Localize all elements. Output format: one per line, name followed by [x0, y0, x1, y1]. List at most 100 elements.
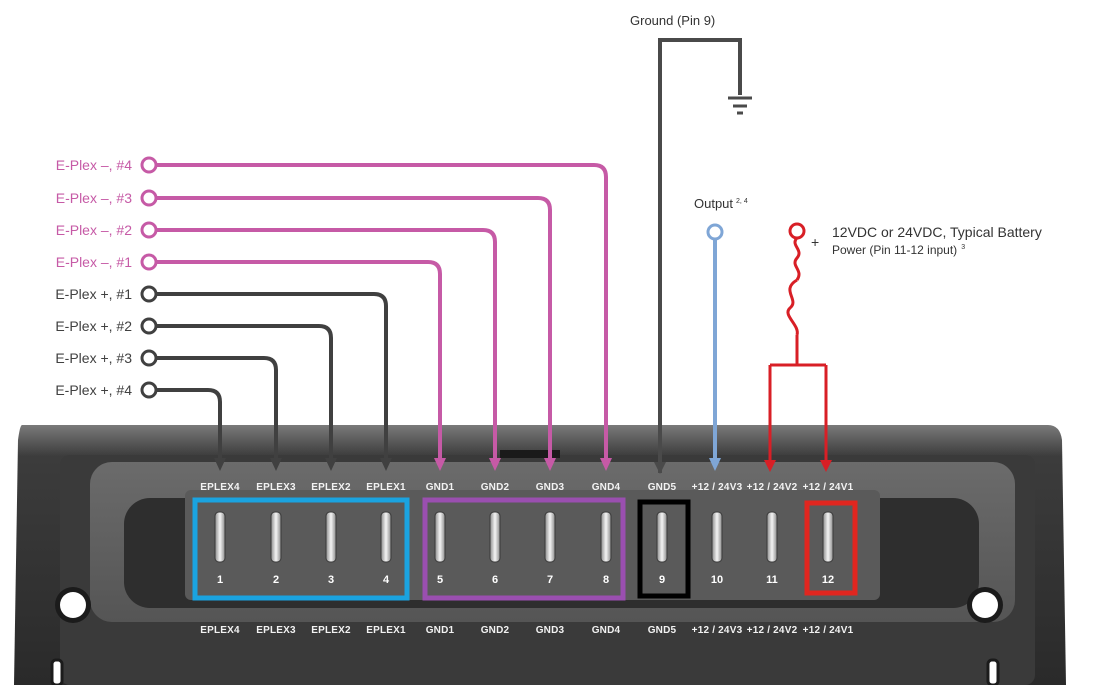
pin-top-label: EPLEX3: [256, 482, 296, 493]
pin-top-label: EPLEX2: [311, 482, 351, 493]
ground-symbol-icon: [728, 96, 752, 115]
pin-slot: [214, 511, 226, 563]
pin-top-label: +12 / 24V3: [692, 482, 743, 493]
pin-row: 1EPLEX4EPLEX42EPLEX3EPLEX33EPLEX2EPLEX24…: [200, 482, 853, 636]
pin-slot: [656, 511, 668, 563]
eplex-wires: E-Plex –, #4 E-Plex –, #3 E-Plex –, #2 E-Pl…: [55, 156, 612, 471]
eplex-wire-label: E-Plex –, #1: [56, 254, 132, 270]
power-plus-sign: +: [811, 234, 819, 250]
wire-terminal-icon: [140, 285, 158, 303]
pin-bottom-label: GND5: [648, 625, 677, 636]
pin-number: 1: [217, 574, 223, 586]
power-terminal-icon: [788, 222, 806, 240]
mounting-hole-right: [967, 587, 1003, 623]
pin-bottom-label: EPLEX4: [200, 625, 240, 636]
pin-number: 11: [766, 574, 778, 586]
pin-top-label: GND3: [536, 482, 565, 493]
pin-bottom-label: EPLEX2: [311, 625, 351, 636]
power-label-line1: 12VDC or 24VDC, Typical Battery: [832, 224, 1042, 240]
wire-terminal-icon: [140, 349, 158, 367]
pin-top-label: EPLEX1: [366, 482, 406, 493]
pin-top-label: GND1: [426, 482, 455, 493]
pin-bottom-label: EPLEX1: [366, 625, 406, 636]
mounting-hole-left: [55, 587, 91, 623]
pin-top-label: GND2: [481, 482, 510, 493]
power-wire: [764, 222, 832, 472]
eplex-wire-8: E-Plex +, #4: [55, 381, 226, 471]
eplex-wire-2: E-Plex –, #3: [56, 189, 556, 471]
pin-bottom-label: EPLEX3: [256, 625, 296, 636]
pin-top-label: GND5: [648, 482, 677, 493]
pin-number: 9: [659, 574, 665, 586]
pin-number: 8: [603, 574, 609, 586]
pin-number: 10: [711, 574, 723, 586]
pin-bottom-label: +12 / 24V2: [747, 625, 798, 636]
eplex-wire-1: E-Plex –, #4: [56, 156, 612, 471]
pin-bottom-label: GND3: [536, 625, 565, 636]
eplex-wire-7: E-Plex +, #3: [55, 349, 282, 471]
output-terminal-icon: [706, 223, 724, 241]
pin-slot: [489, 511, 501, 563]
power-pins-box: [804, 500, 858, 596]
pin-slot: [766, 511, 778, 563]
pin-10: 10 +12 / 24V3 +12 / 24V3: [692, 482, 743, 636]
wire-terminal-icon: [140, 156, 158, 174]
module-housing: [14, 425, 1066, 685]
pin-slot: [544, 511, 556, 563]
eplex-wire-3: E-Plex –, #2: [56, 221, 501, 471]
eplex-wire-label: E-Plex –, #3: [56, 190, 132, 206]
eplex-wire-label: E-Plex –, #4: [56, 157, 132, 173]
wire-terminal-icon: [140, 189, 158, 207]
eplex-wire-6: E-Plex +, #2: [55, 317, 337, 471]
eplex-wire-label: E-Plex –, #2: [56, 222, 132, 238]
eplex-minus-group-box: [422, 497, 626, 601]
pin-top-label: EPLEX4: [200, 482, 240, 493]
pin-bottom-label: +12 / 24V1: [803, 625, 854, 636]
eplex-wire-label: E-Plex +, #3: [55, 350, 132, 366]
power-lead: [793, 236, 801, 281]
pin-number: 4: [383, 574, 390, 586]
pin-top-label: +12 / 24V2: [747, 482, 798, 493]
pin-slot: [325, 511, 337, 563]
pin-bottom-label: GND4: [592, 625, 621, 636]
eplex-wire-label: E-Plex +, #4: [55, 382, 132, 398]
wire-terminal-icon: [140, 221, 158, 239]
pin-number: 3: [328, 574, 334, 586]
housing-slot-right: [986, 658, 1000, 685]
housing-slot-left: [50, 658, 64, 685]
pin-12: 12+12 / 24V1+12 / 24V1: [803, 482, 854, 636]
pin-slot: [270, 511, 282, 563]
pin-bottom-label: +12 / 24V3: [692, 625, 743, 636]
pin-11: 11 +12 / 24V2 +12 / 24V2: [747, 482, 798, 636]
ground-wire: [654, 38, 742, 474]
power-split: [768, 335, 828, 462]
wire-terminal-icon: [140, 381, 158, 399]
wire-terminal-icon: [140, 253, 158, 271]
power-label-line2: Power (Pin 11-12 input)3: [832, 243, 965, 257]
output-wire: [706, 223, 724, 471]
pin-slot: [822, 511, 834, 563]
pin-number: 12: [822, 574, 834, 586]
ground-label: Ground (Pin 9): [630, 13, 715, 28]
pin-number: 6: [492, 574, 498, 586]
ground-pin-box: [637, 499, 691, 599]
pin-number: 5: [437, 574, 443, 586]
pin-slot: [600, 511, 612, 563]
eplex-wire-label: E-Plex +, #2: [55, 318, 132, 334]
pin-bottom-label: GND1: [426, 625, 455, 636]
eplex-wire-5: E-Plex +, #1: [55, 285, 392, 471]
eplex-wire-4: E-Plex –, #1: [56, 253, 446, 471]
wire-terminal-icon: [140, 317, 158, 335]
pin-number: 2: [273, 574, 279, 586]
pin-slot: [380, 511, 392, 563]
eplex-plus-group-box: [192, 497, 410, 601]
